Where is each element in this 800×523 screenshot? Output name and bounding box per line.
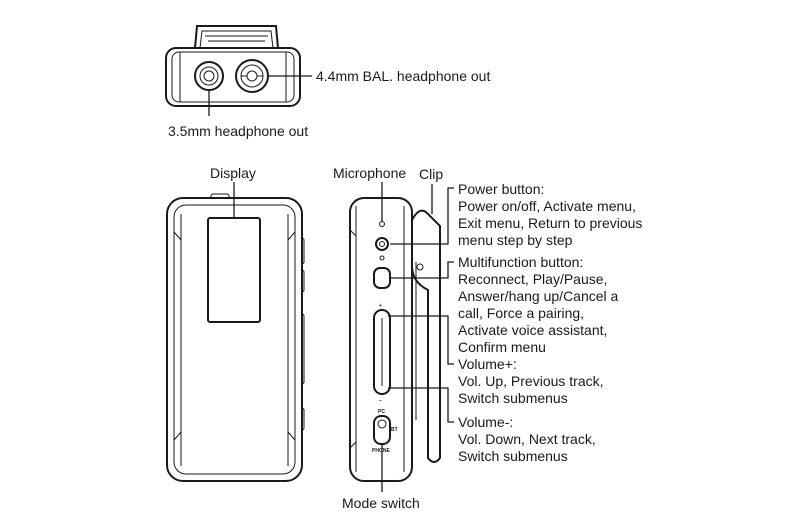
display-label: Display <box>210 165 256 181</box>
microphone-label: Microphone <box>333 165 406 181</box>
multifunction-title: Multifunction button: <box>458 254 583 270</box>
microphone-icon <box>379 221 385 227</box>
jack-44mm-icon <box>235 59 269 93</box>
power-line: Exit menu, Return to previous <box>458 215 642 231</box>
volume-plus-mark: + <box>379 303 382 309</box>
mode-switch-label: Mode switch <box>342 495 420 511</box>
top-view-device <box>165 25 312 116</box>
multifunction-line: Reconnect, Play/Pause, <box>458 271 607 287</box>
callout-volume-down: Volume-: Vol. Down, Next track, Switch s… <box>458 414 596 464</box>
jack-35mm-label: 3.5mm headphone out <box>168 123 308 139</box>
callout-volume-up: Volume+: Vol. Up, Previous track, Switch… <box>458 356 604 406</box>
power-line: Power on/off, Activate menu, <box>458 198 636 214</box>
multifunction-line: call, Force a pairing, <box>458 305 584 321</box>
clip-label: Clip <box>419 166 443 182</box>
multifunction-line: Activate voice assistant, <box>458 322 607 338</box>
volume-down-line: Switch submenus <box>458 448 568 464</box>
display-screen <box>207 217 261 323</box>
volume-up-line: Switch submenus <box>458 390 568 406</box>
multifunction-line: Confirm menu <box>458 339 546 355</box>
volume-up-title: Volume+: <box>458 356 517 372</box>
callout-power: Power button: Power on/off, Activate men… <box>458 181 642 248</box>
mode-switch-pc: PC <box>378 409 385 415</box>
jack-44mm-label: 4.4mm BAL. headphone out <box>316 68 490 84</box>
jack-35mm-icon <box>194 61 224 91</box>
front-view-device <box>166 182 305 482</box>
mode-switch-bt: BT <box>391 427 398 433</box>
power-button-icon <box>375 237 389 251</box>
volume-down-line: Vol. Down, Next track, <box>458 431 596 447</box>
multifunction-button-icon <box>373 267 391 289</box>
multifunction-line: Answer/hang up/Cancel a <box>458 288 619 304</box>
power-title: Power button: <box>458 181 544 197</box>
callout-multifunction: Multifunction button: Reconnect, Play/Pa… <box>458 254 619 355</box>
power-line: menu step by step <box>458 232 573 248</box>
side-view-device <box>349 182 454 492</box>
volume-up-line: Vol. Up, Previous track, <box>458 373 604 389</box>
mode-switch-phone: PHONE <box>372 448 390 454</box>
volume-down-title: Volume-: <box>458 414 513 430</box>
volume-minus-mark: − <box>379 398 382 404</box>
